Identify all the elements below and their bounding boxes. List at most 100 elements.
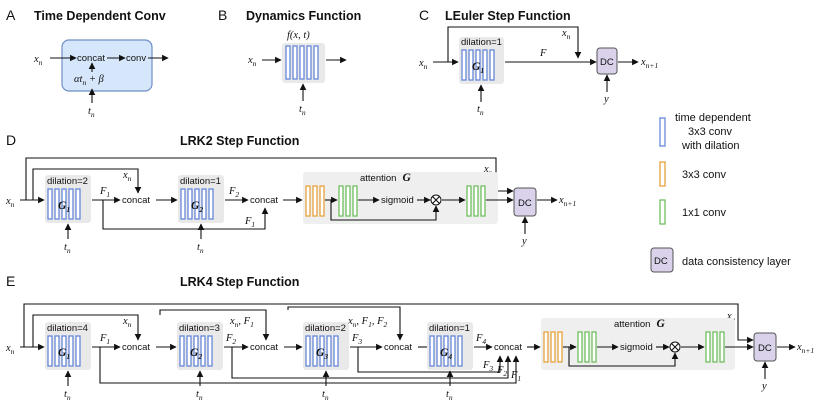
panel-d-letter: D xyxy=(6,132,16,148)
lrk4-g3-dilation: dilation=2 xyxy=(305,323,346,334)
lrk4-g2-t-label: tn xyxy=(196,389,203,402)
panel-b-title: Dynamics Function xyxy=(246,9,361,23)
legend-time-dependent-line2: 3x3 conv xyxy=(688,126,733,138)
conv-label: conv xyxy=(126,53,146,64)
lrk4-g2-dilation: dilation=3 xyxy=(179,323,220,334)
lrk4-sigmoid: sigmoid xyxy=(620,342,653,353)
euler-t-label: tn xyxy=(477,104,484,117)
lrk4-g2-label: G2 xyxy=(190,347,202,361)
euler-dc-layer xyxy=(596,47,618,75)
panel-c-letter: C xyxy=(419,7,429,23)
euler-g-label: G1 xyxy=(472,61,484,75)
lrk2-attention-block xyxy=(303,172,498,224)
lrk2-sigmoid: sigmoid xyxy=(381,195,414,206)
lrk2-dc-label: DC xyxy=(518,198,532,209)
input-x-label: xn xyxy=(33,54,43,67)
euler-skip-path xyxy=(447,26,582,62)
panel-a-letter: A xyxy=(6,7,16,23)
lrk2-g1-label: G1 xyxy=(58,200,70,214)
lrk2-outer-skip xyxy=(25,157,514,200)
legend-3x3-label: 3x3 conv xyxy=(682,169,727,181)
lrk2-concat2: concat xyxy=(250,195,278,206)
lrk2-g2-label: G2 xyxy=(191,200,203,214)
lrk4-skip-concat2-label: xn, F1 xyxy=(229,316,254,329)
lrk4-f2-label: F2 xyxy=(225,333,236,346)
lrk4-skip-concat3 xyxy=(287,306,404,341)
legend-blue-swatch xyxy=(659,117,666,147)
lrk4-g3-conv-stack xyxy=(305,335,339,367)
legend-green-swatch xyxy=(659,199,666,225)
lrk4-dc-label: DC xyxy=(758,343,772,354)
lrk4-g1-dilation: dilation=4 xyxy=(47,323,88,334)
panel-d-title: LRK2 Step Function xyxy=(180,134,299,148)
lrk4-g4-conv-stack xyxy=(429,335,463,367)
concat-label: concat xyxy=(77,53,105,64)
legend-time-dependent-line1: time dependent xyxy=(675,112,751,124)
lrk2-inner-skip-x: xn xyxy=(122,170,132,183)
lrk2-dc-layer xyxy=(513,187,537,217)
lrk2-f1-skip xyxy=(102,200,269,230)
lrk4-skip-concat1-x: xn xyxy=(122,316,132,329)
lrk2-inner-skip xyxy=(32,168,142,200)
lrk4-att-residual xyxy=(568,347,679,367)
lrk4-skip-concat2 xyxy=(159,309,270,341)
euler-dilation: dilation=1 xyxy=(461,37,502,48)
lrk2-y-label: y xyxy=(521,236,527,247)
dynamics-input-x: xn xyxy=(247,55,257,68)
dynamics-conv-stack xyxy=(285,45,319,80)
dynamics-f-label: f(x, t) xyxy=(287,30,310,41)
lrk4-attention-1x1-stack-b xyxy=(705,331,725,363)
lrk4-concat2: concat xyxy=(250,342,278,353)
lrk4-g1-conv-stack xyxy=(47,335,81,367)
lrk2-input-x: xn xyxy=(5,196,15,209)
lrk2-attention-1x1-stack-b xyxy=(466,185,486,217)
lrk2-g1-t-label: tn xyxy=(64,242,71,255)
lrk2-g2-conv-stack xyxy=(180,188,214,220)
lrk4-f3-label: F3 xyxy=(351,333,362,346)
lrk4-g1-t-label: tn xyxy=(64,389,71,402)
lrk4-g4-label: G4 xyxy=(440,347,452,361)
lrk4-f3-skip-label: F3 xyxy=(482,360,493,373)
alpha-beta-expression: αtn + β xyxy=(74,74,105,87)
lrk2-attention-3x3-stack xyxy=(305,185,325,217)
lrk4-concat4: concat xyxy=(494,342,522,353)
lrk2-output-label: xn+1 xyxy=(558,195,576,208)
lrk4-f1-skip-label: F1 xyxy=(510,370,521,383)
euler-skip-x: xn xyxy=(561,28,571,41)
lrk4-outer-skip xyxy=(23,303,754,347)
euler-input-x: xn xyxy=(418,58,428,71)
lrk4-f1-skip xyxy=(99,347,520,384)
panel-a-title: Time Dependent Conv xyxy=(34,9,166,23)
legend-orange-swatch xyxy=(659,161,666,187)
panel-b: B Dynamics Function f(x, t) xn tn xyxy=(218,7,361,117)
lrk4-skip-concat3-label: xn, F1, F2 xyxy=(347,316,388,329)
lrk2-f1-skip-label: F1 xyxy=(244,216,255,229)
lrk2-att-residual xyxy=(330,200,440,221)
lrk4-output-label: xn+1 xyxy=(796,342,814,355)
time-dependent-conv-box xyxy=(61,39,153,92)
dynamics-t-label: tn xyxy=(299,104,306,117)
lrk2-g1-conv-stack xyxy=(47,188,81,220)
lrk4-g4-t-label: tn xyxy=(446,389,453,402)
euler-dc-label: DC xyxy=(600,57,614,68)
lrk4-g1-label: G1 xyxy=(58,347,70,361)
lrk4-f3-skip xyxy=(357,347,504,373)
legend-1x1-label: 1x1 conv xyxy=(682,207,727,219)
lrk4-dc-layer xyxy=(753,332,777,362)
lrk2-g1-dilation: dilation=2 xyxy=(47,176,88,187)
lrk4-attention-1x1-stack-a xyxy=(577,331,597,363)
euler-output-label: xn+1 xyxy=(640,57,658,70)
panel-c: C LEuler Step Function xn xn dilation=1 … xyxy=(418,7,658,117)
lrk4-concat3: concat xyxy=(384,342,412,353)
panel-e-title: LRK4 Step Function xyxy=(180,275,299,289)
lrk2-g2-t-label: tn xyxy=(197,242,204,255)
legend: time dependent 3x3 conv with dilation 3x… xyxy=(650,112,791,273)
legend-time-dependent-line3: with dilation xyxy=(681,140,739,152)
lrk2-g2-dilation: dilation=1 xyxy=(180,176,221,187)
lrk4-multiply-node xyxy=(669,341,681,353)
lrk4-g2-conv-stack xyxy=(179,335,213,367)
lrk4-g3-t-label: tn xyxy=(322,389,329,402)
euler-f-label: F xyxy=(539,48,547,59)
